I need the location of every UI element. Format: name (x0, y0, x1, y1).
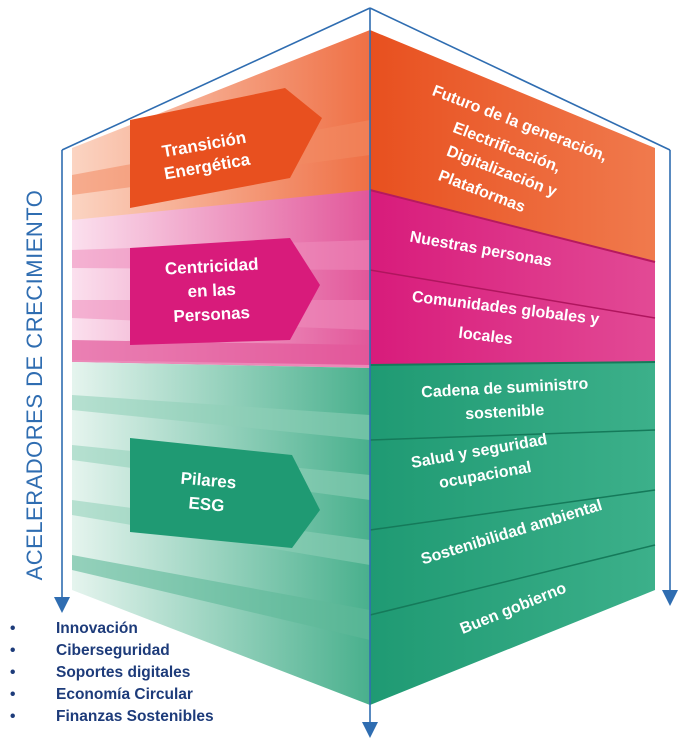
right-separator-4 (369, 429, 656, 441)
right-separator-5 (369, 489, 656, 531)
pillar-esg-line-2: ESG (188, 493, 225, 515)
right-separator-6 (369, 544, 656, 616)
right-face-magenta (370, 190, 655, 365)
left-band-green-stripe-4 (72, 555, 370, 640)
bullet-dot: • (10, 642, 16, 659)
left-band-magenta-bottom (72, 340, 370, 368)
pillar-arrow-centricidad: Centricidad en las Personas (130, 238, 320, 345)
bullet-list: • Innovación • Ciberseguridad • Soportes di… (10, 618, 214, 728)
bullet-dot: • (10, 620, 16, 637)
pillar-arrow-transicion: Transición Energética (130, 88, 322, 208)
pillar-arrow-esg: Pilares ESG (130, 438, 320, 548)
bullet-text: Ciberseguridad (56, 642, 170, 659)
bullet-dot: • (10, 664, 16, 681)
bullet-text: Innovación (56, 620, 138, 637)
right-axis-top (369, 7, 671, 151)
right-cadena-line-2: sostenible (465, 402, 545, 423)
pillar-centricidad-line-3: Personas (173, 303, 250, 326)
right-face-orange (370, 30, 655, 262)
bullet-item: • Finanzas Sostenibles (10, 706, 214, 728)
side-title: ACELERADORES DE CRECIMIENTO (22, 190, 47, 581)
right-separator-2 (369, 269, 656, 319)
right-comunidades-line-2: locales (458, 325, 514, 348)
pillar-esg-line-1: Pilares (180, 469, 237, 493)
pillar-centricidad-line-2: en las (187, 280, 236, 301)
bullet-text: Finanzas Sostenibles (56, 708, 214, 725)
pillar-centricidad-line-1: Centricidad (165, 255, 259, 279)
bullet-item: • Soportes digitales (10, 662, 214, 684)
bullet-item: • Ciberseguridad (10, 640, 214, 662)
bullet-text: Soportes digitales (56, 664, 191, 681)
bullet-text: Economía Circular (56, 686, 193, 703)
right-face-green (370, 362, 655, 705)
bullet-dot: • (10, 686, 16, 703)
left-axis-top (61, 7, 371, 151)
right-separator-3 (369, 361, 656, 366)
bullet-item: • Innovación (10, 618, 214, 640)
left-band-green-stripe-1 (72, 395, 370, 440)
bullet-item: • Economía Circular (10, 684, 214, 706)
right-separator-1 (369, 189, 656, 263)
bullet-dot: • (10, 708, 16, 725)
